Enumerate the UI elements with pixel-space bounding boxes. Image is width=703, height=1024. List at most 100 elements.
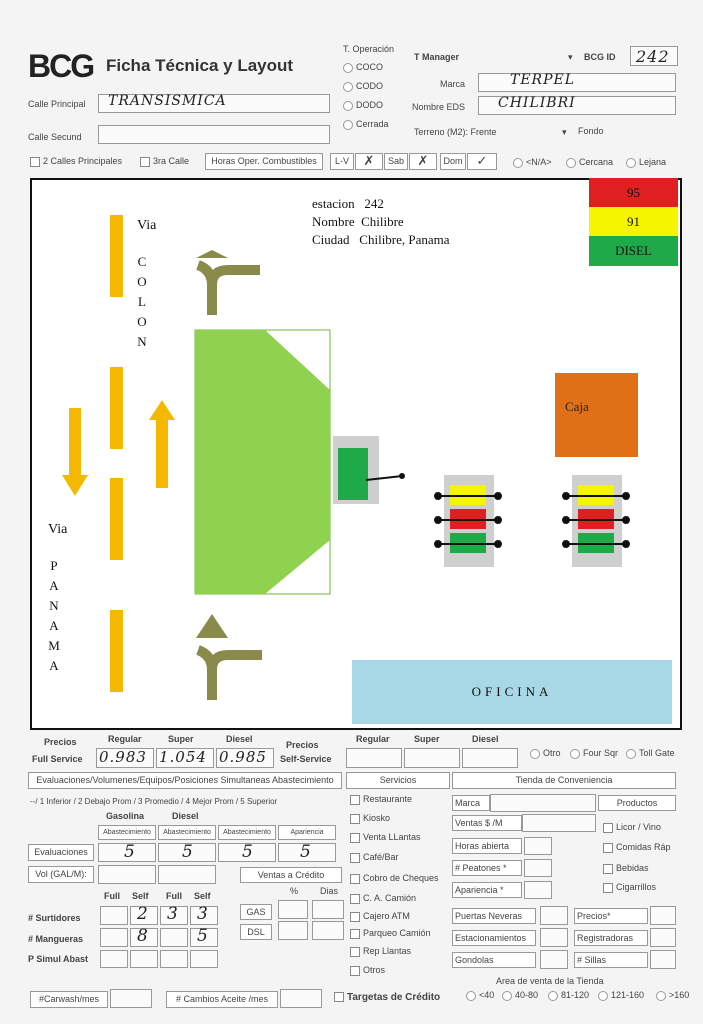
eval-field-1[interactable] bbox=[98, 843, 156, 862]
t-operacion-coco[interactable]: COCO bbox=[343, 62, 383, 73]
servicio-rep-llantas[interactable]: Rep Llantas bbox=[350, 946, 411, 957]
mangueras-field-3[interactable] bbox=[160, 928, 188, 947]
simul-field-3[interactable] bbox=[160, 950, 188, 968]
area-option-5[interactable]: >160 bbox=[656, 990, 689, 1001]
surtidores-field-2[interactable] bbox=[130, 906, 158, 925]
mangueras-field-4[interactable] bbox=[190, 928, 218, 947]
sillas-field[interactable] bbox=[650, 950, 676, 969]
carwash-button[interactable]: #Carwash/mes bbox=[30, 991, 108, 1008]
simul-field-1[interactable] bbox=[100, 950, 128, 968]
simul-field-2[interactable] bbox=[130, 950, 158, 968]
tab-evaluaciones[interactable]: Evaluaciones/Volumenes/Equipos/Posicione… bbox=[28, 772, 342, 789]
nombre-eds-field[interactable] bbox=[478, 96, 676, 115]
t-operacion-codo[interactable]: CODO bbox=[343, 81, 383, 92]
dom-button[interactable]: Dom bbox=[440, 153, 466, 170]
horas-abierta-field[interactable] bbox=[524, 837, 552, 855]
registradoras-button[interactable]: Registradoras bbox=[574, 930, 648, 946]
gas-button[interactable]: GAS bbox=[240, 904, 272, 920]
producto-comidas[interactable]: Comidas Ráp bbox=[603, 842, 671, 853]
calle-secundaria-field[interactable] bbox=[98, 125, 330, 144]
sab-button[interactable]: Sab bbox=[384, 153, 408, 170]
registradoras-field[interactable] bbox=[650, 928, 676, 947]
calle-principal-field[interactable] bbox=[98, 94, 330, 113]
gas-pct-field[interactable] bbox=[278, 900, 308, 919]
horas-abierta-button[interactable]: Horas abierta bbox=[452, 838, 522, 854]
cercana-radio[interactable]: Cercana bbox=[566, 157, 613, 168]
tab-tienda[interactable]: Tienda de Conveniencia bbox=[452, 772, 676, 789]
cambios-aceite-field[interactable] bbox=[280, 989, 322, 1008]
vol-button[interactable]: Vol (GAL/M): bbox=[28, 866, 94, 883]
vol-field-1[interactable] bbox=[98, 865, 156, 884]
evaluaciones-button[interactable]: Evaluaciones bbox=[28, 844, 94, 861]
producto-bebidas[interactable]: Bebidas bbox=[603, 863, 649, 874]
carwash-field[interactable] bbox=[110, 989, 152, 1008]
producto-licor[interactable]: Licor / Vino bbox=[603, 822, 661, 833]
estacionamientos-button[interactable]: Estacionamientos bbox=[452, 930, 536, 946]
tercera-calle-checkbox[interactable]: 3ra Calle bbox=[140, 156, 189, 167]
four-sqr-radio[interactable]: Four Sqr bbox=[570, 748, 618, 759]
tienda-marca-button[interactable]: Marca bbox=[452, 795, 490, 811]
estacionamientos-field[interactable] bbox=[540, 928, 568, 947]
horas-oper-button[interactable]: Horas Oper. Combustibles bbox=[205, 153, 323, 170]
t-operacion-cerrada[interactable]: Cerrada bbox=[343, 119, 389, 130]
gondolas-button[interactable]: Gondolas bbox=[452, 952, 536, 968]
servicio-restaurante[interactable]: Restaurante bbox=[350, 794, 412, 805]
precios-tienda-button[interactable]: Precios* bbox=[574, 908, 648, 924]
servicio-cajero-atm[interactable]: Cajero ATM bbox=[350, 911, 410, 922]
producto-cigarrillos[interactable]: Cigarrillos bbox=[603, 882, 656, 893]
area-option-1[interactable]: <40 bbox=[466, 990, 494, 1001]
self-regular-field[interactable] bbox=[346, 748, 402, 768]
sab-check-box[interactable]: ✗ bbox=[409, 153, 437, 170]
vol-field-2[interactable] bbox=[158, 865, 216, 884]
chevron-down-icon[interactable]: ▾ bbox=[568, 52, 573, 62]
bcg-id-field[interactable] bbox=[630, 46, 678, 66]
lv-button[interactable]: L-V bbox=[330, 153, 354, 170]
oficina-block[interactable]: OFICINA bbox=[352, 660, 672, 724]
apariencia-field[interactable] bbox=[524, 881, 552, 899]
surtidores-field-3[interactable] bbox=[160, 906, 188, 925]
mangueras-field-2[interactable] bbox=[130, 928, 158, 947]
eval-field-3[interactable] bbox=[218, 843, 276, 862]
peatones-field[interactable] bbox=[524, 859, 552, 877]
t-operacion-dodo[interactable]: DODO bbox=[343, 100, 383, 111]
servicio-otros[interactable]: Otros bbox=[350, 965, 385, 976]
apariencia-button[interactable]: Apariencia * bbox=[452, 882, 522, 898]
servicio-kiosko[interactable]: Kiosko bbox=[350, 813, 390, 824]
precios-tienda-field[interactable] bbox=[650, 906, 676, 925]
toll-gate-radio[interactable]: Toll Gate bbox=[626, 748, 675, 759]
servicio-ca-camion[interactable]: C. A. Camión bbox=[350, 893, 416, 904]
cambios-aceite-button[interactable]: # Cambios Aceite /mes bbox=[166, 991, 278, 1008]
chevron-down-icon[interactable]: ▾ bbox=[562, 127, 567, 137]
ventas-credito-button[interactable]: Ventas a Crédito bbox=[240, 867, 342, 883]
tarjetas-checkbox[interactable]: Targetas de Crédito bbox=[334, 992, 440, 1003]
gas-dias-field[interactable] bbox=[312, 900, 344, 919]
caja-block[interactable]: Caja bbox=[555, 373, 638, 457]
otro-radio[interactable]: Otro bbox=[530, 748, 561, 759]
sillas-button[interactable]: # Sillas bbox=[574, 952, 648, 968]
dom-check-box[interactable]: ✓ bbox=[467, 153, 497, 170]
eval-field-4[interactable] bbox=[278, 843, 336, 862]
area-option-2[interactable]: 40-80 bbox=[502, 990, 538, 1001]
dsl-pct-field[interactable] bbox=[278, 921, 308, 940]
lejana-radio[interactable]: Lejana bbox=[626, 157, 666, 168]
na-radio[interactable]: <N/A> bbox=[513, 157, 552, 168]
ventas-field[interactable] bbox=[522, 814, 596, 832]
surtidores-field-1[interactable] bbox=[100, 906, 128, 925]
servicio-cafe-bar[interactable]: Café/Bar bbox=[350, 852, 399, 863]
gondolas-field[interactable] bbox=[540, 950, 568, 969]
productos-button[interactable]: Productos bbox=[598, 795, 676, 811]
diesel-price-field[interactable] bbox=[216, 748, 274, 768]
dos-calles-checkbox[interactable]: 2 Calles Principales bbox=[30, 156, 122, 167]
peatones-button[interactable]: # Peatones * bbox=[452, 860, 522, 876]
puertas-button[interactable]: Puertas Neveras bbox=[452, 908, 536, 924]
servicio-cobro-cheques[interactable]: Cobro de Cheques bbox=[350, 873, 439, 884]
tienda-marca-field[interactable] bbox=[490, 794, 596, 812]
mangueras-field-1[interactable] bbox=[100, 928, 128, 947]
surtidores-field-4[interactable] bbox=[190, 906, 218, 925]
servicio-venta-llantas[interactable]: Venta LLantas bbox=[350, 832, 421, 843]
dsl-dias-field[interactable] bbox=[312, 921, 344, 940]
eval-field-2[interactable] bbox=[158, 843, 216, 862]
regular-price-field[interactable] bbox=[96, 748, 154, 768]
puertas-field[interactable] bbox=[540, 906, 568, 925]
tab-servicios[interactable]: Servicios bbox=[346, 772, 450, 789]
